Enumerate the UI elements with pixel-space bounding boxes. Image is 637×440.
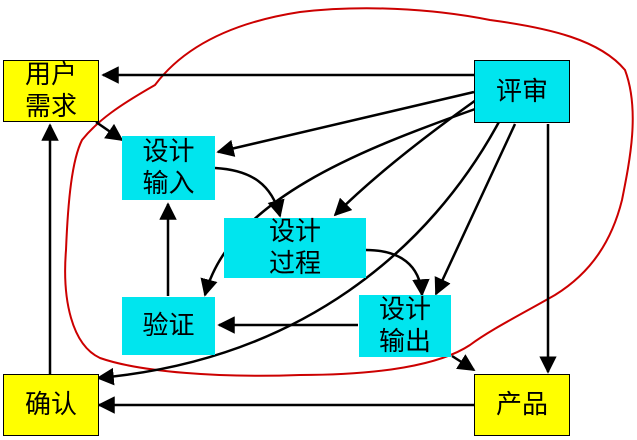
- node-review: 评审: [474, 60, 570, 123]
- node-design-input: 设计 输入: [122, 136, 215, 200]
- arrow-user-needs-to-design-input: [95, 120, 124, 142]
- node-design-output-line1: 设计: [378, 295, 431, 325]
- node-user-needs-line1: 用户: [24, 60, 77, 90]
- arrow-design-input-to-design-process: [214, 166, 285, 218]
- design-control-boundary: [64, 7, 634, 377]
- node-design-process: 设计 过程: [224, 217, 366, 279]
- node-review-line1: 评审: [495, 76, 548, 107]
- arrow-review-to-design-process: [333, 98, 477, 217]
- node-validation: 确认: [3, 374, 99, 436]
- arrow-review-to-validation: [96, 119, 502, 386]
- node-design-process-line1: 设计: [268, 217, 321, 247]
- node-design-input-line2: 输入: [142, 169, 195, 199]
- arrow-review-to-design-output: [434, 123, 517, 296]
- node-design-output: 设计 输出: [359, 295, 451, 357]
- arrow-review-to-design-input: [216, 90, 475, 157]
- arrow-design-process-to-design-output: [365, 248, 430, 297]
- node-user-needs-line2: 需求: [24, 92, 77, 122]
- node-user-needs: 用户 需求: [3, 60, 99, 122]
- node-verification-line1: 验证: [142, 311, 195, 341]
- node-verification: 验证: [122, 297, 215, 355]
- arrow-design-output-to-product: [451, 354, 476, 372]
- node-design-input-line1: 设计: [142, 137, 195, 167]
- node-design-process-line2: 过程: [268, 249, 321, 279]
- node-product-line1: 产品: [495, 390, 548, 420]
- arrow-review-to-verification: [200, 106, 479, 297]
- node-validation-line1: 确认: [24, 390, 77, 420]
- node-product: 产品: [474, 374, 570, 436]
- node-design-output-line2: 输出: [378, 327, 431, 357]
